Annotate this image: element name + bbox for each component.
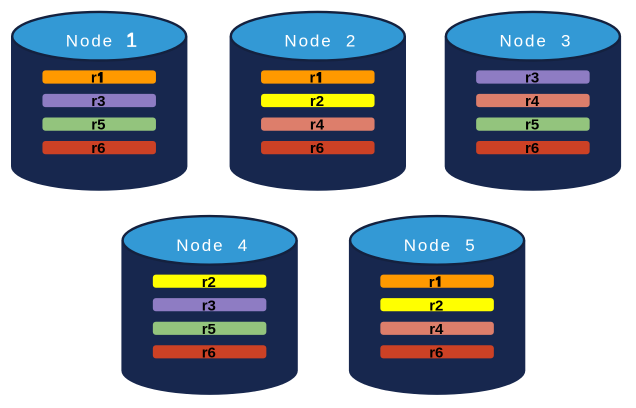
svg-text:r6: r6 (525, 140, 539, 157)
svg-text:3: 3 (561, 32, 570, 51)
svg-text:r: r (429, 274, 435, 291)
svg-text:r2: r2 (429, 297, 443, 314)
svg-text:r6: r6 (91, 140, 105, 157)
svg-text:r4: r4 (310, 117, 325, 134)
svg-text:r2: r2 (310, 93, 324, 110)
svg-text:4: 4 (238, 236, 247, 255)
svg-text:r6: r6 (202, 344, 216, 361)
svg-text:r: r (91, 70, 97, 87)
svg-text:2: 2 (346, 32, 355, 51)
svg-text:Node: Node (66, 32, 114, 51)
svg-text:r6: r6 (310, 140, 324, 157)
svg-text:r2: r2 (202, 274, 216, 291)
svg-text:Node: Node (176, 236, 224, 255)
svg-text:r4: r4 (429, 321, 444, 338)
svg-text:Node: Node (404, 236, 452, 255)
svg-text:Node: Node (500, 32, 548, 51)
svg-text:r5: r5 (91, 117, 105, 134)
svg-text:r5: r5 (525, 117, 539, 134)
svg-text:r: r (310, 70, 316, 87)
svg-text:r3: r3 (91, 93, 105, 110)
svg-text:Node: Node (284, 32, 332, 51)
svg-text:r3: r3 (202, 297, 216, 314)
svg-text:r4: r4 (525, 93, 540, 110)
svg-text:r6: r6 (429, 344, 443, 361)
svg-text:r5: r5 (202, 321, 216, 338)
svg-text:r3: r3 (525, 70, 539, 87)
svg-text:5: 5 (465, 236, 474, 255)
